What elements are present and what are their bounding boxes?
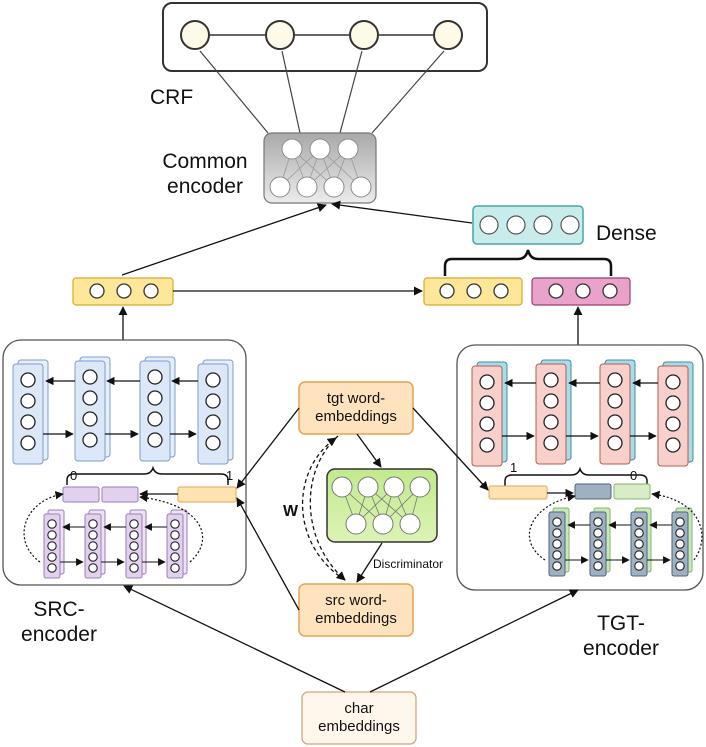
src-word-lstm xyxy=(12,356,234,465)
src-shared-vector xyxy=(72,277,174,306)
common-encoder xyxy=(263,132,377,204)
tgt-shared-vector xyxy=(423,277,523,306)
dense-brace xyxy=(443,249,613,276)
tgt-encoder-label: TGT- encoder xyxy=(583,611,659,660)
tgt-gate-right-label: 0 xyxy=(630,468,637,483)
tgt-char-vector xyxy=(613,483,651,500)
dense-label: Dense xyxy=(596,222,657,245)
crf-node xyxy=(349,20,379,50)
src-gate-left-label: 0 xyxy=(70,468,77,483)
discriminator-label: Discriminator xyxy=(373,557,443,571)
crf-label: CRF xyxy=(150,86,193,109)
arrow-dense-to-common xyxy=(331,200,473,224)
src-gate-brace xyxy=(66,465,229,485)
src-char-lstm xyxy=(23,491,204,579)
src-gate-right-label: 1 xyxy=(226,468,233,483)
tgt-word-vector xyxy=(488,485,548,500)
tgt-char-vector xyxy=(574,483,612,500)
tgt-word-embeddings-label: tgt word- embeddings xyxy=(315,390,397,425)
w-label: W xyxy=(283,503,299,520)
crf-node xyxy=(180,20,210,50)
tgt-private-vector xyxy=(531,277,631,306)
char-embeddings-box xyxy=(301,691,417,745)
crf-node xyxy=(265,20,295,50)
tgt-word-lstm xyxy=(471,359,694,467)
crf-layer xyxy=(162,2,488,72)
crf-node xyxy=(433,20,463,50)
embedding-connections xyxy=(123,407,579,693)
arrow-src-to-common xyxy=(121,203,327,276)
src-char-vector xyxy=(62,486,100,503)
tgt-char-lstm xyxy=(528,490,703,577)
tgt-gate-brace xyxy=(504,466,648,486)
src-word-embeddings-label: src word- embeddings xyxy=(315,592,397,627)
dense-layer xyxy=(472,205,584,245)
common-to-crf-connections xyxy=(199,50,445,134)
src-encoder-label: SRC- encoder xyxy=(21,597,97,646)
discriminator xyxy=(326,468,438,543)
common-encoder-label: Common encoder xyxy=(162,149,248,198)
char-embeddings-label: char embeddings xyxy=(318,700,400,735)
tgt-gate-left-label: 1 xyxy=(510,460,517,475)
src-word-vector xyxy=(177,486,237,503)
src-char-vector xyxy=(101,486,139,503)
